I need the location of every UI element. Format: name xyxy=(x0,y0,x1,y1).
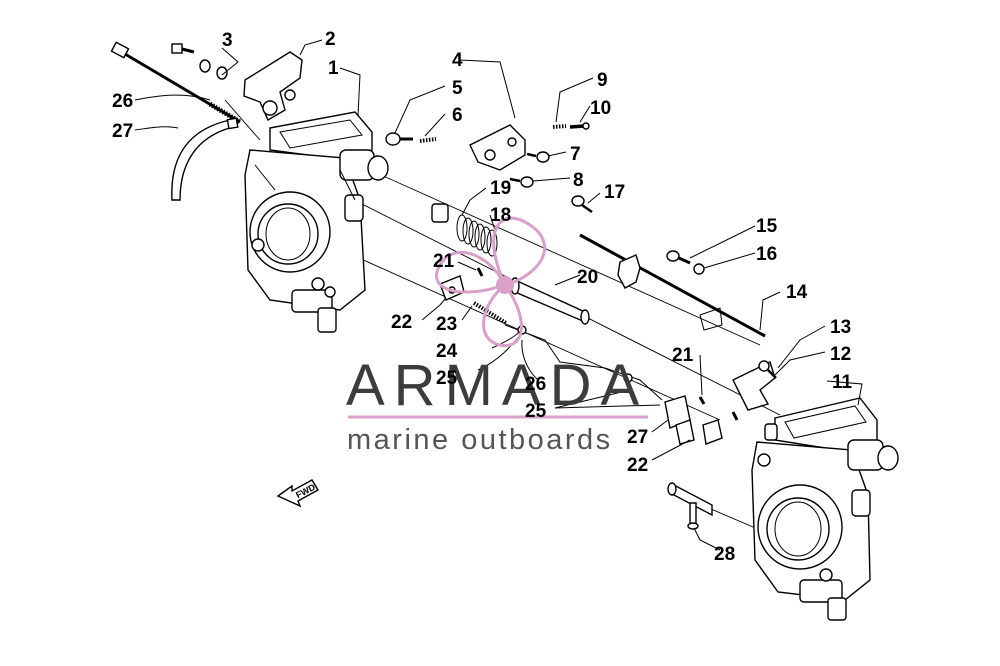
screw-part-15 xyxy=(666,250,691,265)
watermark-flower-icon xyxy=(435,216,547,347)
callout-21-lower: 21 xyxy=(672,345,694,366)
screw-part-21-lower xyxy=(698,396,739,421)
left-carburetor-part-1 xyxy=(244,111,389,333)
callout-25-upper: 25 xyxy=(436,368,458,389)
callout-29: 26 xyxy=(112,91,133,112)
long-screw-part-29 xyxy=(110,41,242,125)
callout-9: 9 xyxy=(597,70,608,91)
screw-washers-part-3 xyxy=(171,43,228,80)
callout-18: 18 xyxy=(490,205,511,226)
callout-7: 7 xyxy=(570,144,581,165)
bracket-part-12 xyxy=(732,361,776,411)
callout-21-upper: 21 xyxy=(433,251,455,272)
spring-part-23 xyxy=(472,301,508,325)
callout-20: 20 xyxy=(577,267,598,288)
leader-lines xyxy=(134,39,863,551)
callout-27: 27 xyxy=(627,427,648,448)
watermark: ARMADA marine outboards xyxy=(346,216,648,456)
callout-19: 19 xyxy=(490,178,511,199)
callout-4: 4 xyxy=(452,50,463,71)
screw-part-5 xyxy=(385,132,413,146)
clip-part-22-lower xyxy=(675,419,723,445)
callout-8: 8 xyxy=(573,170,584,191)
callout-28: 28 xyxy=(714,544,735,565)
callout-10: 10 xyxy=(590,98,611,119)
callout-13: 13 xyxy=(830,317,851,338)
screw-part-17 xyxy=(571,195,593,214)
screw-part-21-upper xyxy=(476,267,484,277)
callout-5: 5 xyxy=(452,78,463,99)
callout-25-lower: 25 xyxy=(525,401,547,422)
screw-part-9 xyxy=(552,124,567,129)
spring-part-6 xyxy=(419,137,437,143)
nut-part-16 xyxy=(693,263,705,275)
callout-3: 3 xyxy=(222,30,233,51)
callout-12: 12 xyxy=(830,344,851,365)
shaft-part-14 xyxy=(579,233,766,338)
callout-30: 27 xyxy=(112,121,133,142)
callout-labels: 3 2 1 26 27 4 5 6 9 10 7 8 17 19 18 20 1… xyxy=(112,29,853,565)
callout-11: 11 xyxy=(832,372,853,393)
callout-15: 15 xyxy=(756,216,778,237)
callout-22-lower: 22 xyxy=(627,455,648,476)
right-carburetor-part-11 xyxy=(751,397,899,621)
callout-16: 16 xyxy=(756,244,777,265)
fitting-part-28 xyxy=(667,482,713,530)
screw-part-8 xyxy=(509,176,534,188)
watermark-brand: ARMADA xyxy=(346,353,648,418)
watermark-tagline: marine outboards xyxy=(347,424,613,456)
callout-23: 23 xyxy=(436,314,457,335)
cable-part-30 xyxy=(171,117,239,201)
callout-22-upper: 22 xyxy=(391,312,412,333)
forward-arrow-icon: FWD xyxy=(276,479,319,508)
callout-1: 1 xyxy=(328,58,339,79)
callout-17: 17 xyxy=(604,182,625,203)
callout-26: 26 xyxy=(525,374,546,395)
callout-14: 14 xyxy=(786,282,808,303)
bracket-part-4 xyxy=(469,124,526,171)
spring-part-18 xyxy=(456,214,498,257)
callout-2: 2 xyxy=(325,29,336,50)
screw-part-13 xyxy=(758,360,777,379)
screw-part-7 xyxy=(526,151,550,163)
screw-part-10 xyxy=(569,122,590,130)
callout-24: 24 xyxy=(436,341,458,362)
bushing-part-19 xyxy=(431,203,449,223)
callout-6: 6 xyxy=(452,105,463,126)
lever-part-2 xyxy=(243,51,303,122)
